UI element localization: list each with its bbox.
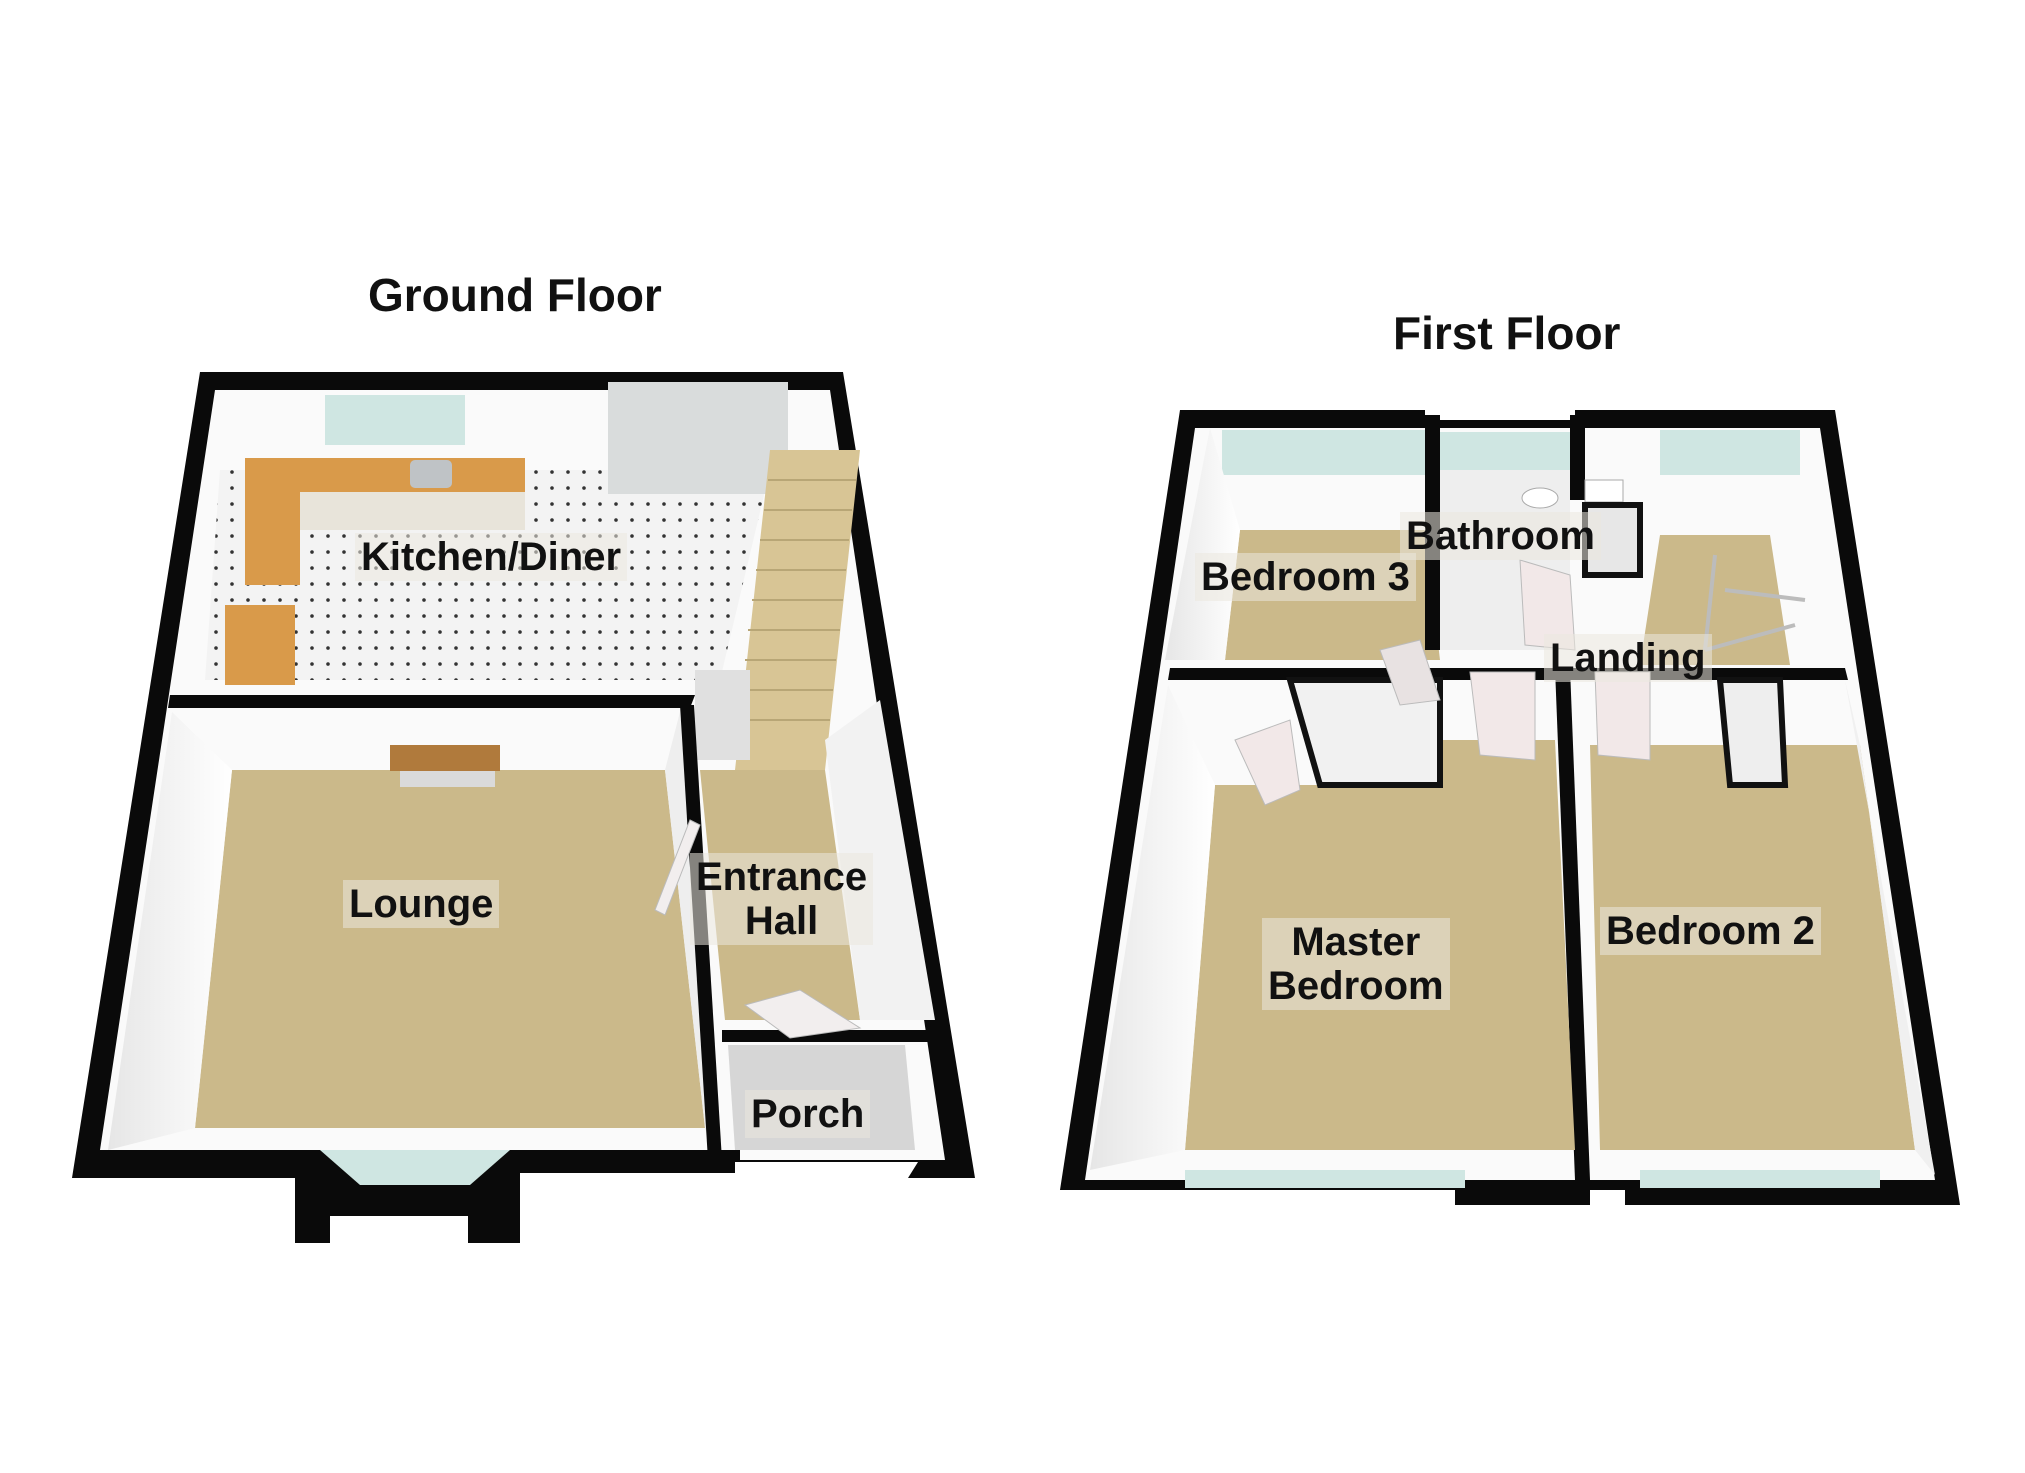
landing-window	[1660, 430, 1800, 475]
porch-divider-wall	[722, 1030, 946, 1042]
lounge-label: Lounge	[343, 880, 500, 928]
lounge-door	[654, 819, 701, 916]
kitchen-tall-units	[608, 382, 788, 494]
bedroom3-window	[1222, 430, 1427, 475]
master-bedroom-label: Master Bedroom	[1262, 918, 1450, 1010]
bedroom2-wardrobe	[1716, 677, 1789, 788]
lounge-left-wall	[108, 712, 232, 1150]
understairs-unit	[695, 670, 750, 760]
kitchen-worktop	[245, 458, 525, 585]
master-window	[1185, 1170, 1465, 1188]
bedroom2-window	[1640, 1170, 1880, 1188]
lounge-right-wall	[665, 712, 712, 1150]
bathroom-walls-right	[1570, 415, 1585, 500]
stair-treads	[739, 479, 856, 721]
lounge-bay-window	[320, 1150, 510, 1185]
kitchen-diner-label: Kitchen/Diner	[355, 533, 628, 581]
fireplace	[390, 745, 500, 771]
master-wardrobe	[1286, 677, 1443, 788]
bathroom-wc	[1584, 479, 1624, 503]
master-bedroom2-wall	[1555, 668, 1590, 1180]
entrance-hall-label-line1: Entrance	[696, 855, 868, 899]
kitchen-window	[325, 395, 465, 445]
bathroom-window	[1440, 432, 1570, 472]
porch-label: Porch	[745, 1090, 871, 1138]
bedroom2-label: Bedroom 2	[1600, 907, 1821, 955]
ground-floor-title: Ground Floor	[368, 269, 662, 321]
fireplace-hearth	[400, 771, 495, 787]
master-door	[1234, 719, 1301, 806]
bedroom3-label: Bedroom 3	[1195, 553, 1416, 601]
kitchen-worktop-lower	[225, 605, 295, 685]
bathroom-label: Bathroom	[1400, 512, 1601, 560]
landing-label: Landing	[1544, 634, 1712, 682]
bedroom3-left-wall	[1165, 428, 1240, 660]
master-bedroom-label-line2: Bedroom	[1268, 964, 1444, 1008]
lounge-floor	[195, 770, 705, 1128]
bathroom-basin	[1521, 487, 1559, 509]
kitchen-lounge-wall	[168, 695, 695, 708]
kitchen-sink	[410, 460, 452, 488]
entrance-hall-label: Entrance Hall	[690, 853, 874, 945]
master-left-wall	[1090, 685, 1215, 1170]
kitchen-cabinets	[300, 492, 525, 530]
bedroom2-right-wall	[1845, 680, 1935, 1175]
bedroom3-door	[1379, 639, 1441, 706]
ground-floor-plan	[72, 372, 975, 1243]
master-door-2	[1469, 671, 1536, 761]
master-bedroom-label-line1: Master	[1291, 920, 1421, 964]
hall-door	[743, 989, 862, 1039]
landing-floor	[1640, 535, 1790, 665]
entrance-hall-label-line2: Hall	[744, 899, 819, 943]
bedroom2-door	[1594, 671, 1651, 761]
first-floor-title: First Floor	[1393, 307, 1621, 359]
